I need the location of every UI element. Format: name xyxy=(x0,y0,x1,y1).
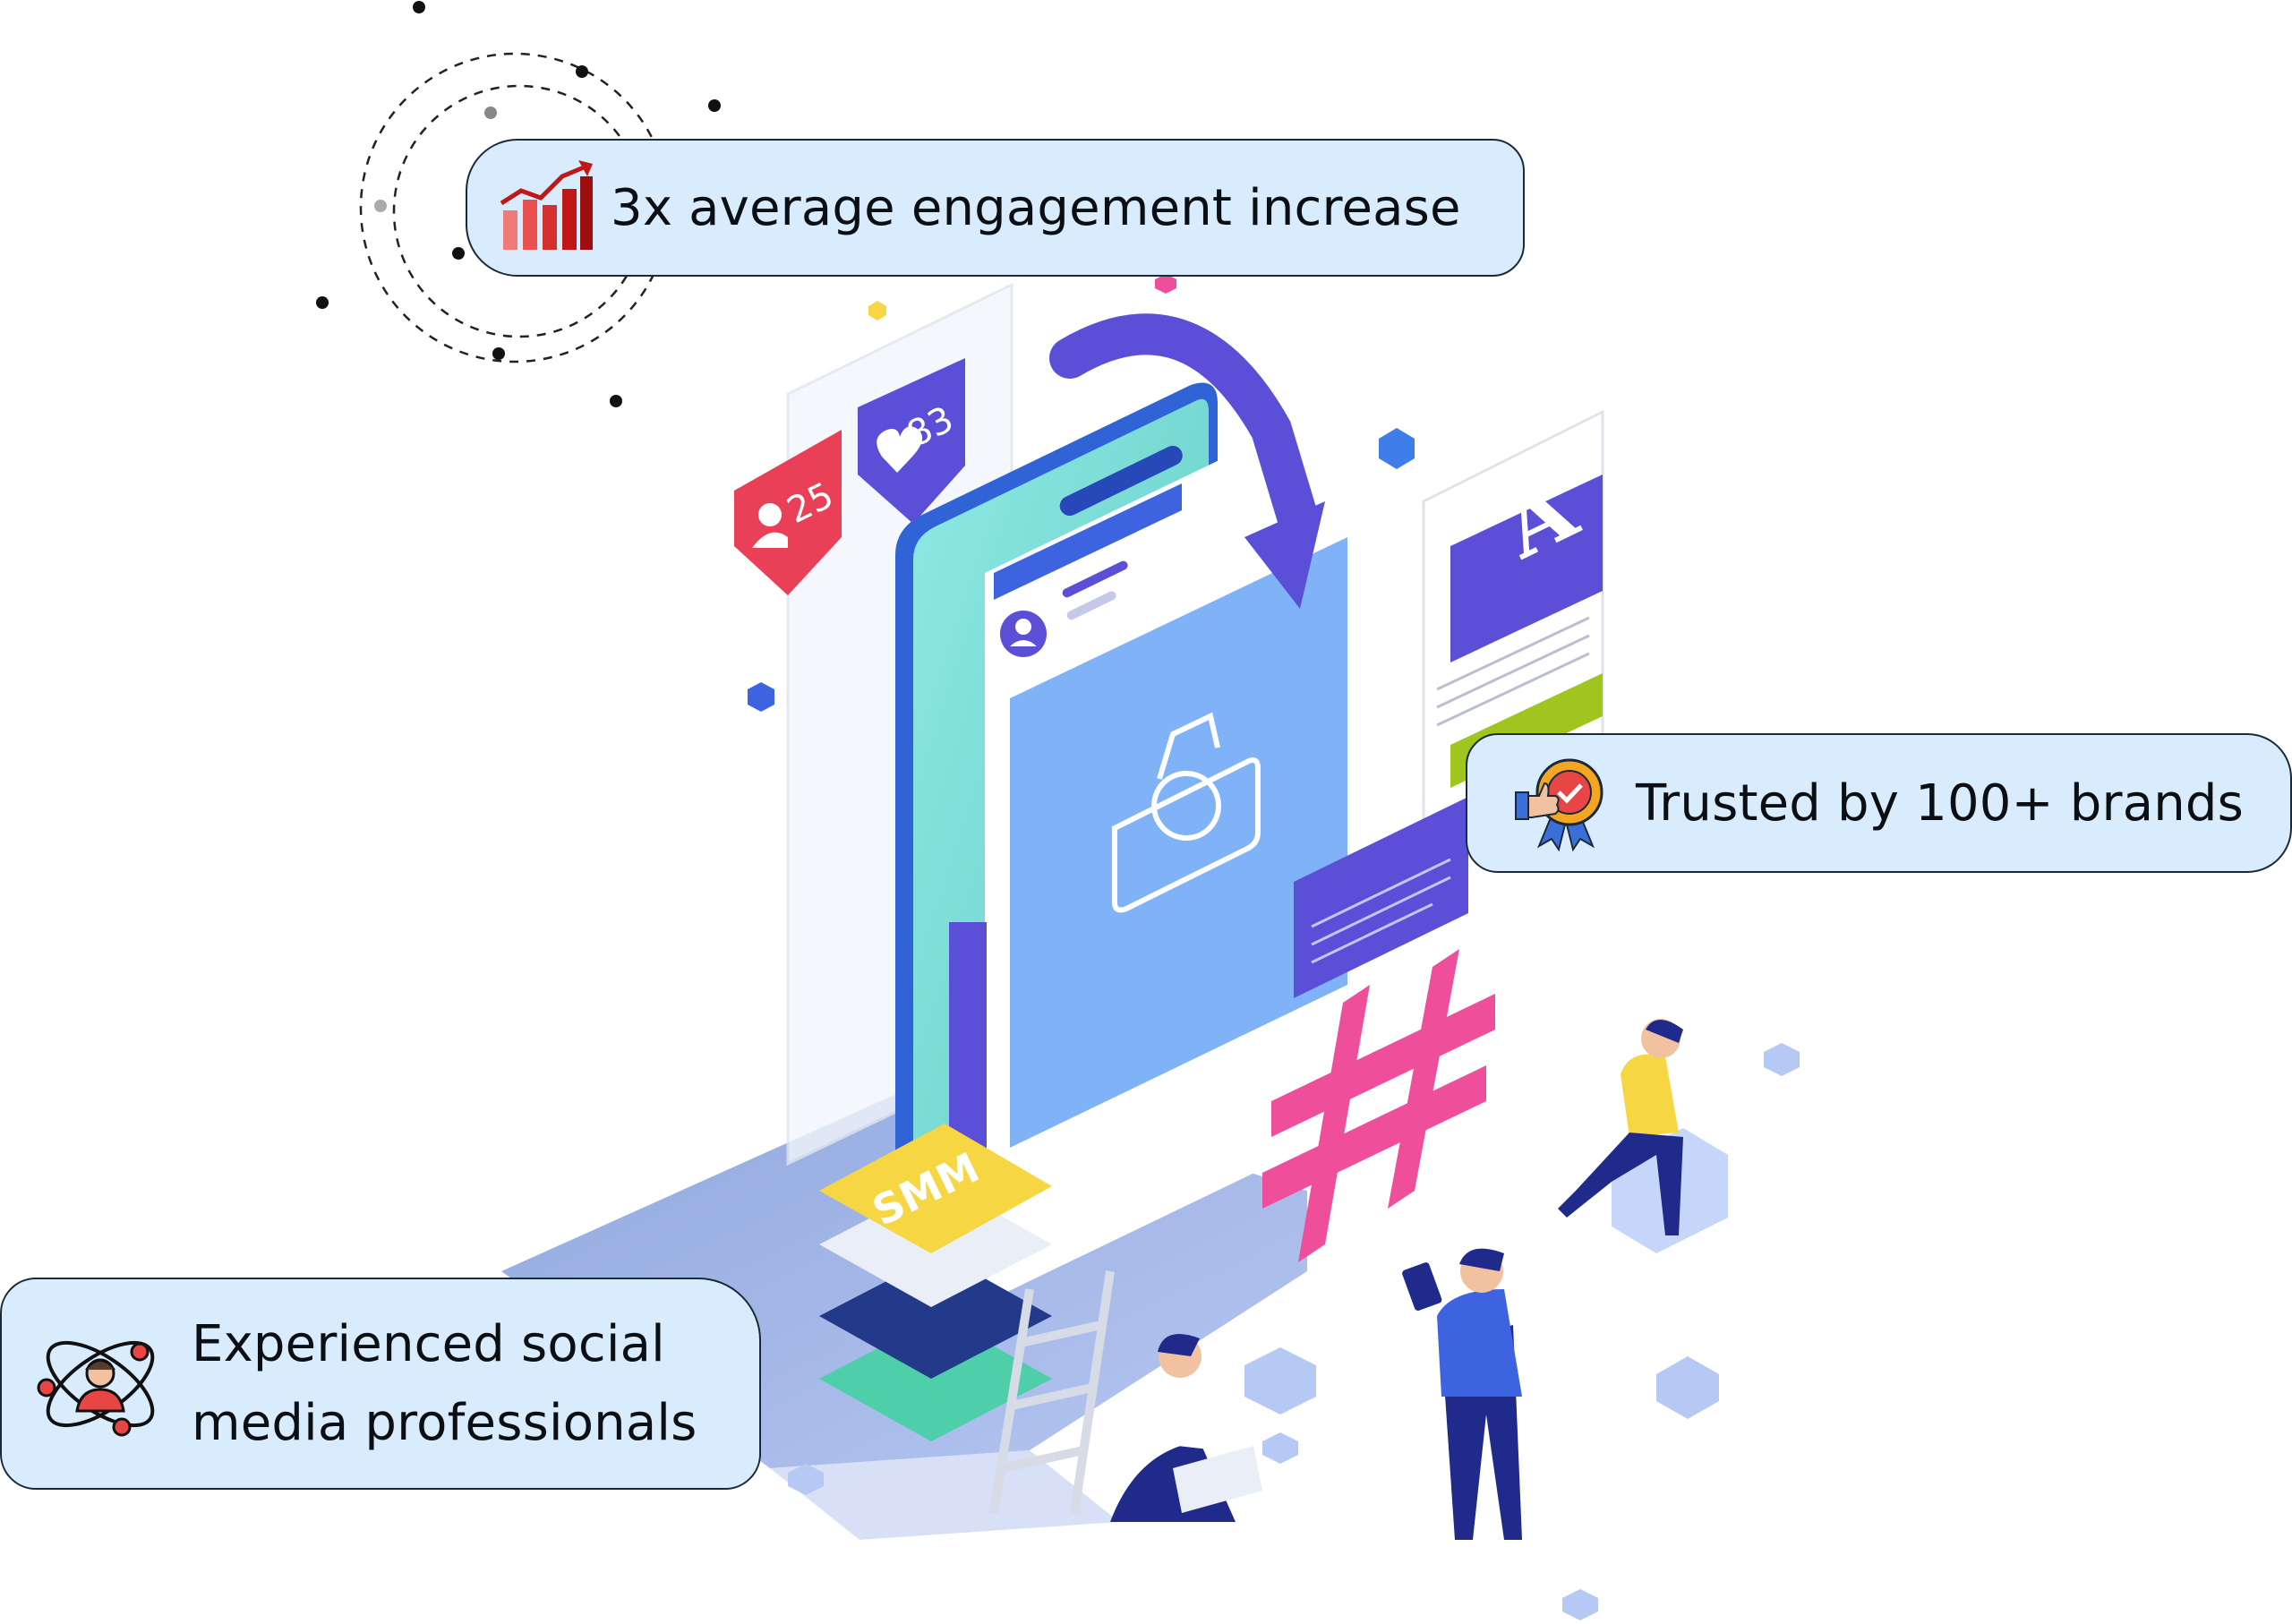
comments-panel xyxy=(1294,797,1468,998)
person-standing-tablet xyxy=(1402,1248,1522,1540)
floating-cubes xyxy=(748,274,1415,712)
curved-arrow-icon xyxy=(1049,313,1325,609)
engagement-badge: 3x average engagement increase xyxy=(466,139,1525,277)
phone-device xyxy=(895,382,1347,1328)
professionals-text: Experienced social media professionals xyxy=(192,1305,697,1463)
trusted-brands-text: Trusted by 100+ brands xyxy=(1636,774,2245,833)
award-ribbon-thumbs-up-icon xyxy=(1512,753,1612,853)
person-sitting-yellow xyxy=(1558,1019,1728,1253)
hashtag-icon xyxy=(1262,949,1495,1262)
trusted-brands-badge: Trusted by 100+ brands xyxy=(1466,733,2292,873)
ladder xyxy=(989,1270,1115,1514)
engagement-text: 3x average engagement increase xyxy=(611,178,1461,237)
professionals-badge: Experienced social media professionals xyxy=(0,1278,761,1490)
camera-icon xyxy=(1112,712,1261,913)
professionals-line-2: media professionals xyxy=(192,1393,697,1452)
person-sitting-laptop xyxy=(1110,1334,1262,1522)
smm-stack: SMM xyxy=(819,1124,1052,1441)
likes-tag: 83 xyxy=(858,358,965,524)
bar-chart-growth-icon xyxy=(498,158,596,257)
scattered-cubes xyxy=(788,1043,1800,1620)
professionals-line-1: Experienced social xyxy=(192,1314,665,1373)
followers-tag: 25 xyxy=(734,430,842,595)
professional-orbit-icon xyxy=(34,1318,167,1450)
